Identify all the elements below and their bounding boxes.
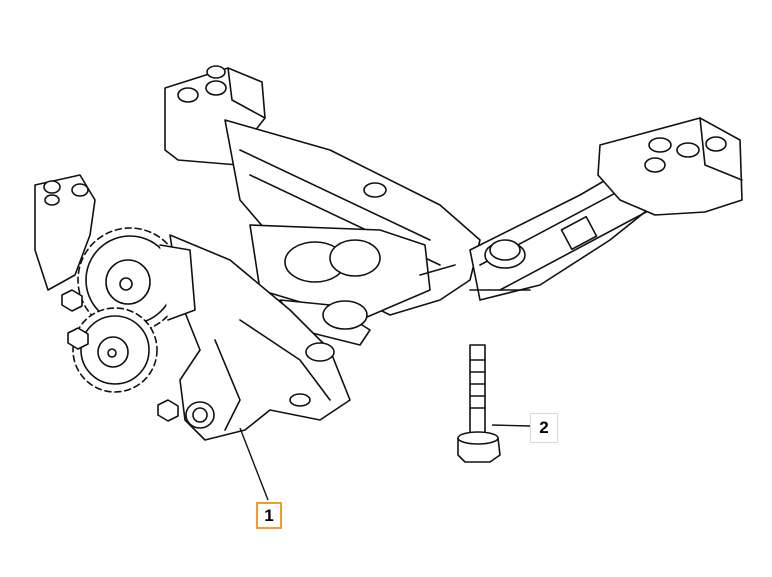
callout-label-1[interactable]: 1 [256, 502, 282, 529]
front-mounting-bracket [597, 117, 743, 216]
pump-housing [169, 234, 351, 441]
left-bracket [34, 174, 96, 291]
balancer-shafts [249, 224, 456, 346]
leader-line-2 [491, 424, 531, 427]
lower-idler-gear [72, 307, 158, 393]
leader-line-1 [239, 427, 269, 501]
mounting-bolt [457, 344, 501, 463]
beam-bolt-head [469, 239, 531, 291]
housing-bolts [61, 289, 179, 422]
callout-label-2[interactable]: 2 [530, 413, 558, 443]
